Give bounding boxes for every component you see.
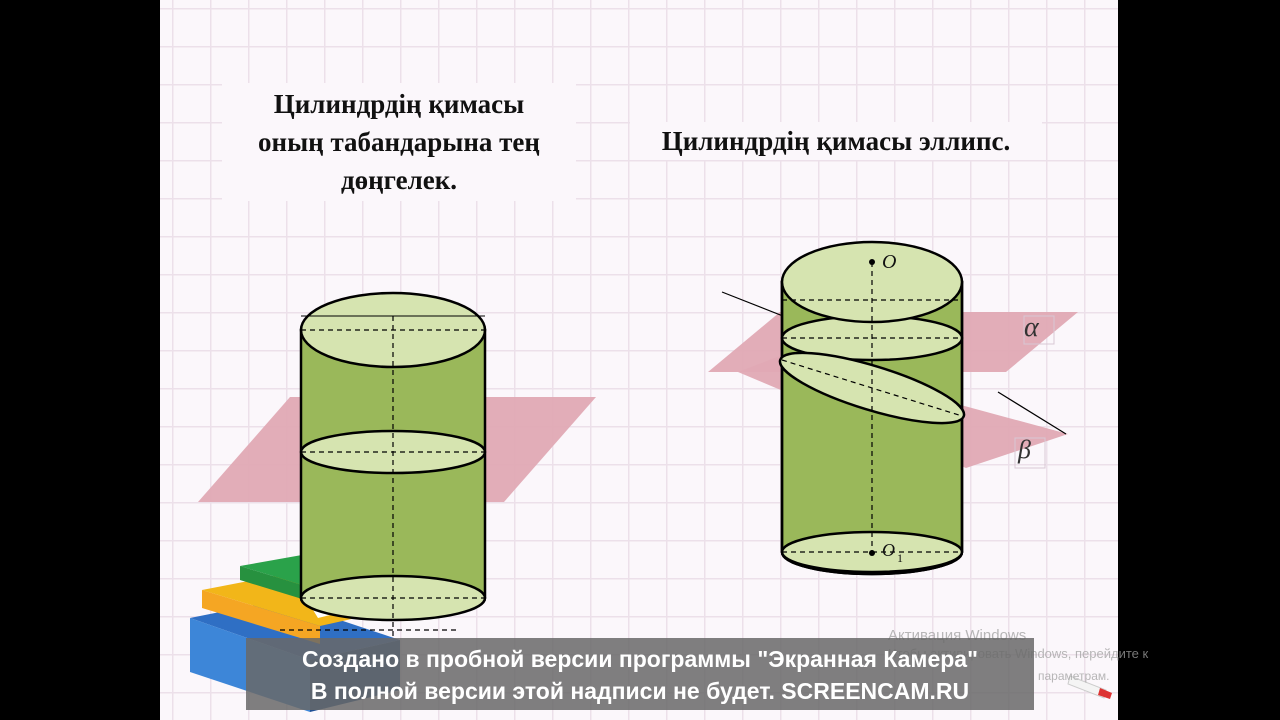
marker-pen-illustration [1067,675,1112,699]
label-beta: β [1017,435,1031,464]
watermark-line-2: В полной версии этой надписи не будет. S… [310,678,970,704]
label-alpha: α [1024,312,1040,343]
caption-left-line-1: Цилиндрдің қимасы [273,89,525,119]
label-o: O [882,251,896,273]
left-cylinder-figure [198,291,596,640]
caption-right: Цилиндрдің қимасы эллипс. [630,122,1042,160]
point-o1 [869,550,875,556]
label-o1-subscript: 1 [897,551,903,565]
right-cylinder-figure: O O 1 α β [708,240,1078,576]
caption-left: Цилиндрдің қимасы оның табандарына тең д… [222,83,576,201]
caption-left-line-3: дөңгелек. [340,165,458,195]
caption-left-line-2: оның табандарына тең [258,127,540,157]
caption-right-text: Цилиндрдің қимасы эллипс. [661,126,1011,156]
point-o [869,259,875,265]
activation-line-3: параметрам. [1038,669,1110,683]
label-o1: O [882,540,895,560]
geometry-illustration: O O 1 α β [190,240,1112,712]
slide: O O 1 α β Цилиндрдің қимасы оның табанда… [160,0,1118,720]
watermark-line-1: Создано в пробной версии программы "Экра… [302,646,978,672]
trial-watermark-banner: Создано в пробной версии программы "Экра… [246,638,1034,710]
